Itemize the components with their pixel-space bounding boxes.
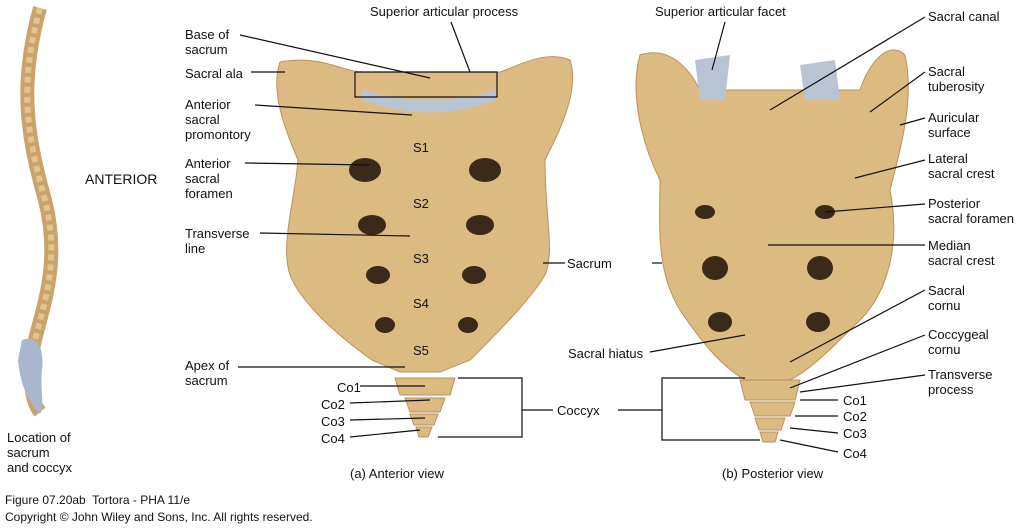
label-transverse-process: Transverse process (928, 367, 993, 397)
label-lateral-sacral-crest: Lateral sacral crest (928, 151, 995, 181)
label-sacral-ala: Sacral ala (185, 66, 243, 81)
label-sacral-tuberosity: Sacral tuberosity (928, 64, 985, 94)
posterior-co4: Co4 (843, 446, 867, 461)
label-anterior-sacral-promontory: Anterior sacral promontory (185, 97, 251, 142)
label-sacrum: Sacrum (567, 256, 612, 271)
segment-s1: S1 (413, 140, 429, 155)
label-anterior-sacral-foramen: Anterior sacral foramen (185, 156, 233, 201)
label-transverse-line: Transverse line (185, 226, 250, 256)
label-sacral-hiatus: Sacral hiatus (568, 346, 644, 361)
posterior-sacrum (635, 49, 909, 443)
segment-s2: S2 (413, 196, 429, 211)
segment-s3: S3 (413, 251, 429, 266)
label-coccyx: Coccyx (557, 403, 600, 418)
anterior-orientation-label: ANTERIOR (85, 171, 158, 187)
posterior-co3: Co3 (843, 426, 867, 441)
anterior-view-caption: (a) Anterior view (350, 466, 444, 481)
label-median-sacral-crest: Median sacral crest (928, 238, 995, 268)
location-caption: Location of sacrum and coccyx (7, 430, 73, 475)
segment-s5: S5 (413, 343, 429, 358)
leader-lines (238, 16, 926, 453)
label-superior-articular-facet: Superior articular facet (655, 4, 786, 19)
posterior-co2: Co2 (843, 409, 867, 424)
segment-s4: S4 (413, 296, 429, 311)
posterior-view-caption: (b) Posterior view (722, 466, 824, 481)
posterior-co1: Co1 (843, 393, 867, 408)
anterior-co1: Co1 (337, 380, 361, 395)
label-superior-articular-process: Superior articular process (370, 4, 519, 19)
label-base-of-sacrum: Base of sacrum (185, 27, 230, 57)
figure-caption: Figure 07.20ab Tortora - PHA 11/e (5, 493, 190, 507)
anterior-sacrum (276, 56, 574, 438)
label-sacral-cornu: Sacral cornu (928, 283, 965, 313)
anterior-co4: Co4 (321, 431, 345, 446)
copyright: Copyright © John Wiley and Sons, Inc. Al… (5, 510, 313, 524)
sacrum-highlight (18, 338, 43, 414)
label-apex-of-sacrum: Apex of sacrum (185, 358, 230, 388)
label-sacral-canal: Sacral canal (928, 9, 1000, 24)
vertebral-column (18, 6, 59, 417)
anterior-co3: Co3 (321, 414, 345, 429)
label-coccygeal-cornu: Coccygeal cornu (928, 327, 989, 357)
label-auricular-surface: Auricular surface (928, 110, 980, 140)
anterior-co2: Co2 (321, 397, 345, 412)
label-posterior-sacral-foramen: Posterior sacral foramen (928, 196, 1014, 226)
